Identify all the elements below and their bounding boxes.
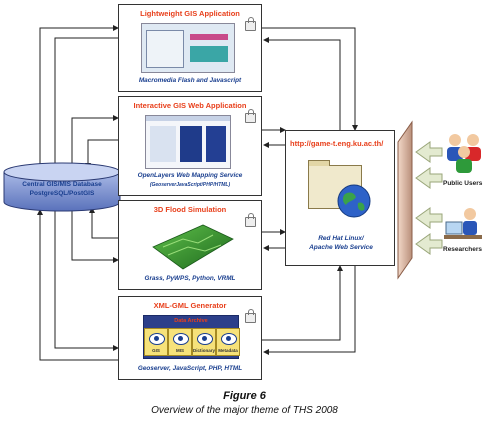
flood-simulation-title: 3D Flood Simulation — [153, 205, 227, 214]
archive-item-gis: GIS — [144, 328, 168, 356]
public-users-icon — [447, 134, 481, 173]
lightweight-gis-box: Lightweight GIS Application Macromedia F… — [118, 4, 262, 92]
database-label-line1: Central GIS/MIS Database — [22, 181, 102, 188]
xml-gml-box: XML-GML Generator Data Archive GIS MIS D… — [118, 296, 262, 380]
xml-gml-title: XML-GML Generator — [153, 301, 227, 310]
archive-item-dictionary: Dictionary — [192, 328, 216, 356]
xml-gml-subtitle: Geoserver, JavaScript, PHP, HTML — [137, 365, 243, 372]
eye-icon — [221, 333, 237, 345]
web-server-box: http://game-t.eng.ku.ac.th/ Red Hat Linu… — [285, 130, 395, 266]
server-url: http://game-t.eng.ku.ac.th/ — [290, 139, 384, 148]
lightweight-gis-title: Lightweight GIS Application — [140, 9, 240, 18]
figure-caption: Overview of the major theme of THS 2008 — [151, 405, 338, 416]
eye-icon — [197, 333, 213, 345]
data-archive-panel: Data Archive GIS MIS Dictionary Metadata — [143, 315, 240, 359]
researchers-label: Researchers — [443, 246, 483, 253]
interactive-gis-title: Interactive GIS Web Application — [133, 101, 247, 110]
public-users-label: Public Users — [443, 180, 483, 187]
user-arrows — [415, 141, 443, 255]
researchers-icon — [444, 208, 482, 239]
flash-app-screenshot — [141, 23, 235, 73]
eye-icon — [149, 333, 165, 345]
database-label-line2: PostgreSQL/PostGIS — [29, 190, 95, 197]
flood-simulation-box: 3D Flood Simulation Grass, PyWPS, Python… — [118, 200, 262, 290]
server-os: Red Hat Linux/ — [318, 235, 364, 242]
figure-number: Figure 6 — [223, 390, 266, 402]
terrain-render — [152, 224, 234, 270]
interactive-gis-box: Interactive GIS Web Application OpenLaye… — [118, 96, 262, 196]
interactive-gis-subtitle: OpenLayers Web Mapping Service — [137, 172, 243, 179]
lock-icon — [245, 17, 256, 31]
lightweight-gis-subtitle: Macromedia Flash and Javascript — [138, 77, 242, 84]
lock-icon — [245, 309, 256, 323]
data-archive-title: Data Archive — [174, 318, 208, 324]
globe-icon — [337, 184, 371, 218]
eye-icon — [173, 333, 189, 345]
flood-simulation-subtitle: Grass, PyWPS, Python, VRML — [144, 275, 236, 282]
interactive-gis-technologies: (GeoserverJavaScript/PHP/HTML) — [149, 182, 231, 188]
archive-item-mis: MIS — [168, 328, 192, 356]
openlayers-screenshot — [145, 115, 231, 169]
archive-item-metadata: Metadata — [216, 328, 240, 356]
server-web-service: Apache Web Service — [309, 244, 373, 251]
lock-icon — [245, 109, 256, 123]
lock-icon — [245, 213, 256, 227]
firewall-panel — [397, 120, 413, 280]
database-cylinder — [3, 162, 121, 212]
